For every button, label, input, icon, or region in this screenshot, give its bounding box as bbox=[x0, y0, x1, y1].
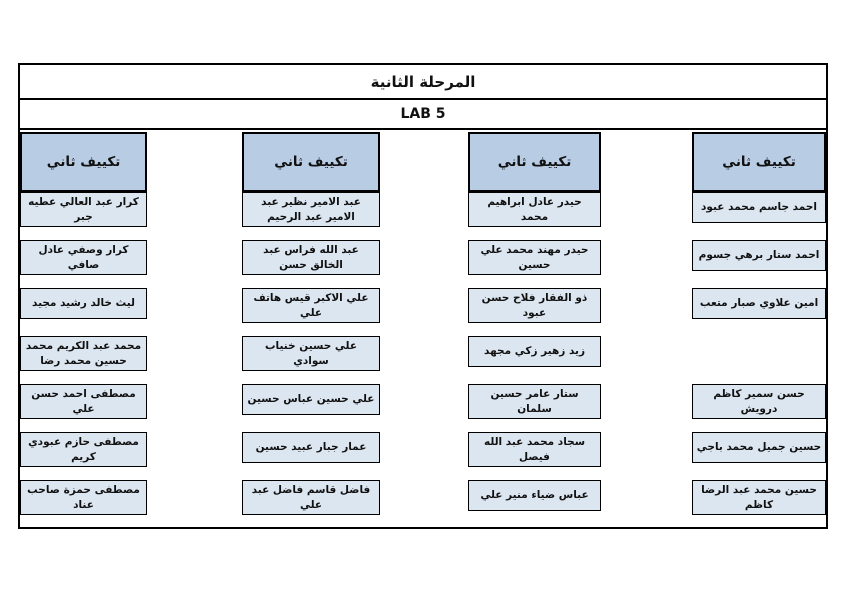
name-slot: عبد الامير نظير عبد الامير عبد الرحيم bbox=[242, 192, 380, 240]
columns-area: تكييف ثاني احمد جاسم محمد عبود احمد ستار… bbox=[20, 130, 826, 527]
name-slot: ذو الفقار فلاح حسن عبود bbox=[468, 288, 601, 336]
student-name-box: فاضل قاسم فاضل عبد علي bbox=[242, 480, 380, 516]
student-name-box: علي الاكبر قيس هاتف علي bbox=[242, 288, 380, 324]
name-slot bbox=[692, 336, 826, 384]
schedule-table: المرحلة الثانية LAB 5 تكييف ثاني احمد جا… bbox=[18, 63, 828, 529]
student-name-box: حيدر عادل ابراهيم محمد bbox=[468, 192, 601, 228]
student-name-box: ستار عامر حسين سلمان bbox=[468, 384, 601, 420]
name-slot: مصطفى حازم عبودي كريم bbox=[20, 432, 147, 480]
group-header: تكييف ثاني bbox=[468, 132, 601, 192]
student-name-box: عبد الله فراس عبد الخالق حسن bbox=[242, 240, 380, 276]
student-name-box: مصطفى حازم عبودي كريم bbox=[20, 432, 147, 468]
student-name-box: احمد جاسم محمد عبود bbox=[692, 192, 826, 223]
group-column-leftmost: تكييف ثاني كرار عبد العالي عطيه جبر كرار… bbox=[20, 132, 147, 528]
name-slot: كرار وصفي عادل صافي bbox=[20, 240, 147, 288]
group-column-center-left: تكييف ثاني عبد الامير نظير عبد الامير عب… bbox=[242, 132, 380, 528]
student-name-box: كرار وصفي عادل صافي bbox=[20, 240, 147, 276]
student-name-box: حسين محمد عبد الرضا كاظم bbox=[692, 480, 826, 516]
lab-title: LAB 5 bbox=[20, 100, 826, 130]
student-name-box: حيدر مهند محمد علي حسين bbox=[468, 240, 601, 276]
student-name-box: عبد الامير نظير عبد الامير عبد الرحيم bbox=[242, 192, 380, 228]
name-slot: حيدر عادل ابراهيم محمد bbox=[468, 192, 601, 240]
student-name-box: عباس ضياء منير علي bbox=[468, 480, 601, 511]
name-slot: ستار عامر حسين سلمان bbox=[468, 384, 601, 432]
student-name-box: احمد ستار برهي جسوم bbox=[692, 240, 826, 271]
name-slot: سجاد محمد عبد الله فيصل bbox=[468, 432, 601, 480]
student-name-box: كرار عبد العالي عطيه جبر bbox=[20, 192, 147, 228]
name-slot: زيد زهير زكي مجهد bbox=[468, 336, 601, 384]
name-slot: امين علاوي صبار متعب bbox=[692, 288, 826, 336]
student-name-box: مصطفى حمزة صاحب عناد bbox=[20, 480, 147, 516]
name-slot: عباس ضياء منير علي bbox=[468, 480, 601, 528]
name-slot: احمد جاسم محمد عبود bbox=[692, 192, 826, 240]
name-slot: حيدر مهند محمد علي حسين bbox=[468, 240, 601, 288]
group-column-center-right: تكييف ثاني حيدر عادل ابراهيم محمد حيدر م… bbox=[468, 132, 601, 528]
group-column-rightmost: تكييف ثاني احمد جاسم محمد عبود احمد ستار… bbox=[692, 132, 826, 528]
group-header: تكييف ثاني bbox=[242, 132, 380, 192]
page-title: المرحلة الثانية bbox=[20, 65, 826, 100]
student-name-box: علي حسين عباس حسين bbox=[242, 384, 380, 415]
name-slot: كرار عبد العالي عطيه جبر bbox=[20, 192, 147, 240]
name-slot: علي حسين خنياب سوادي bbox=[242, 336, 380, 384]
student-name-box: زيد زهير زكي مجهد bbox=[468, 336, 601, 367]
group-header: تكييف ثاني bbox=[692, 132, 826, 192]
student-name-box: مصطفى احمد حسن علي bbox=[20, 384, 147, 420]
student-name-box: ذو الفقار فلاح حسن عبود bbox=[468, 288, 601, 324]
student-name-box: امين علاوي صبار متعب bbox=[692, 288, 826, 319]
student-name-box: محمد عبد الكريم محمد حسين محمد رضا bbox=[20, 336, 147, 372]
name-slot: علي حسين عباس حسين bbox=[242, 384, 380, 432]
student-name-box: عمار جبار عبيد حسين bbox=[242, 432, 380, 463]
name-slot: ليث خالد رشيد مجيد bbox=[20, 288, 147, 336]
name-slot: عمار جبار عبيد حسين bbox=[242, 432, 380, 480]
student-name-box: ليث خالد رشيد مجيد bbox=[20, 288, 147, 319]
name-slot: عبد الله فراس عبد الخالق حسن bbox=[242, 240, 380, 288]
name-slot: احمد ستار برهي جسوم bbox=[692, 240, 826, 288]
name-slot: محمد عبد الكريم محمد حسين محمد رضا bbox=[20, 336, 147, 384]
name-slot: مصطفى احمد حسن علي bbox=[20, 384, 147, 432]
name-slot: فاضل قاسم فاضل عبد علي bbox=[242, 480, 380, 528]
name-slot: حسين جميل محمد باجي bbox=[692, 432, 826, 480]
student-name-box: حسين جميل محمد باجي bbox=[692, 432, 826, 463]
student-name-box: علي حسين خنياب سوادي bbox=[242, 336, 380, 372]
student-name-box: سجاد محمد عبد الله فيصل bbox=[468, 432, 601, 468]
group-header: تكييف ثاني bbox=[20, 132, 147, 192]
name-slot: مصطفى حمزة صاحب عناد bbox=[20, 480, 147, 528]
name-slot: حسين محمد عبد الرضا كاظم bbox=[692, 480, 826, 528]
name-slot: حسن سمير كاظم درويش bbox=[692, 384, 826, 432]
name-slot: علي الاكبر قيس هاتف علي bbox=[242, 288, 380, 336]
student-name-box: حسن سمير كاظم درويش bbox=[692, 384, 826, 420]
